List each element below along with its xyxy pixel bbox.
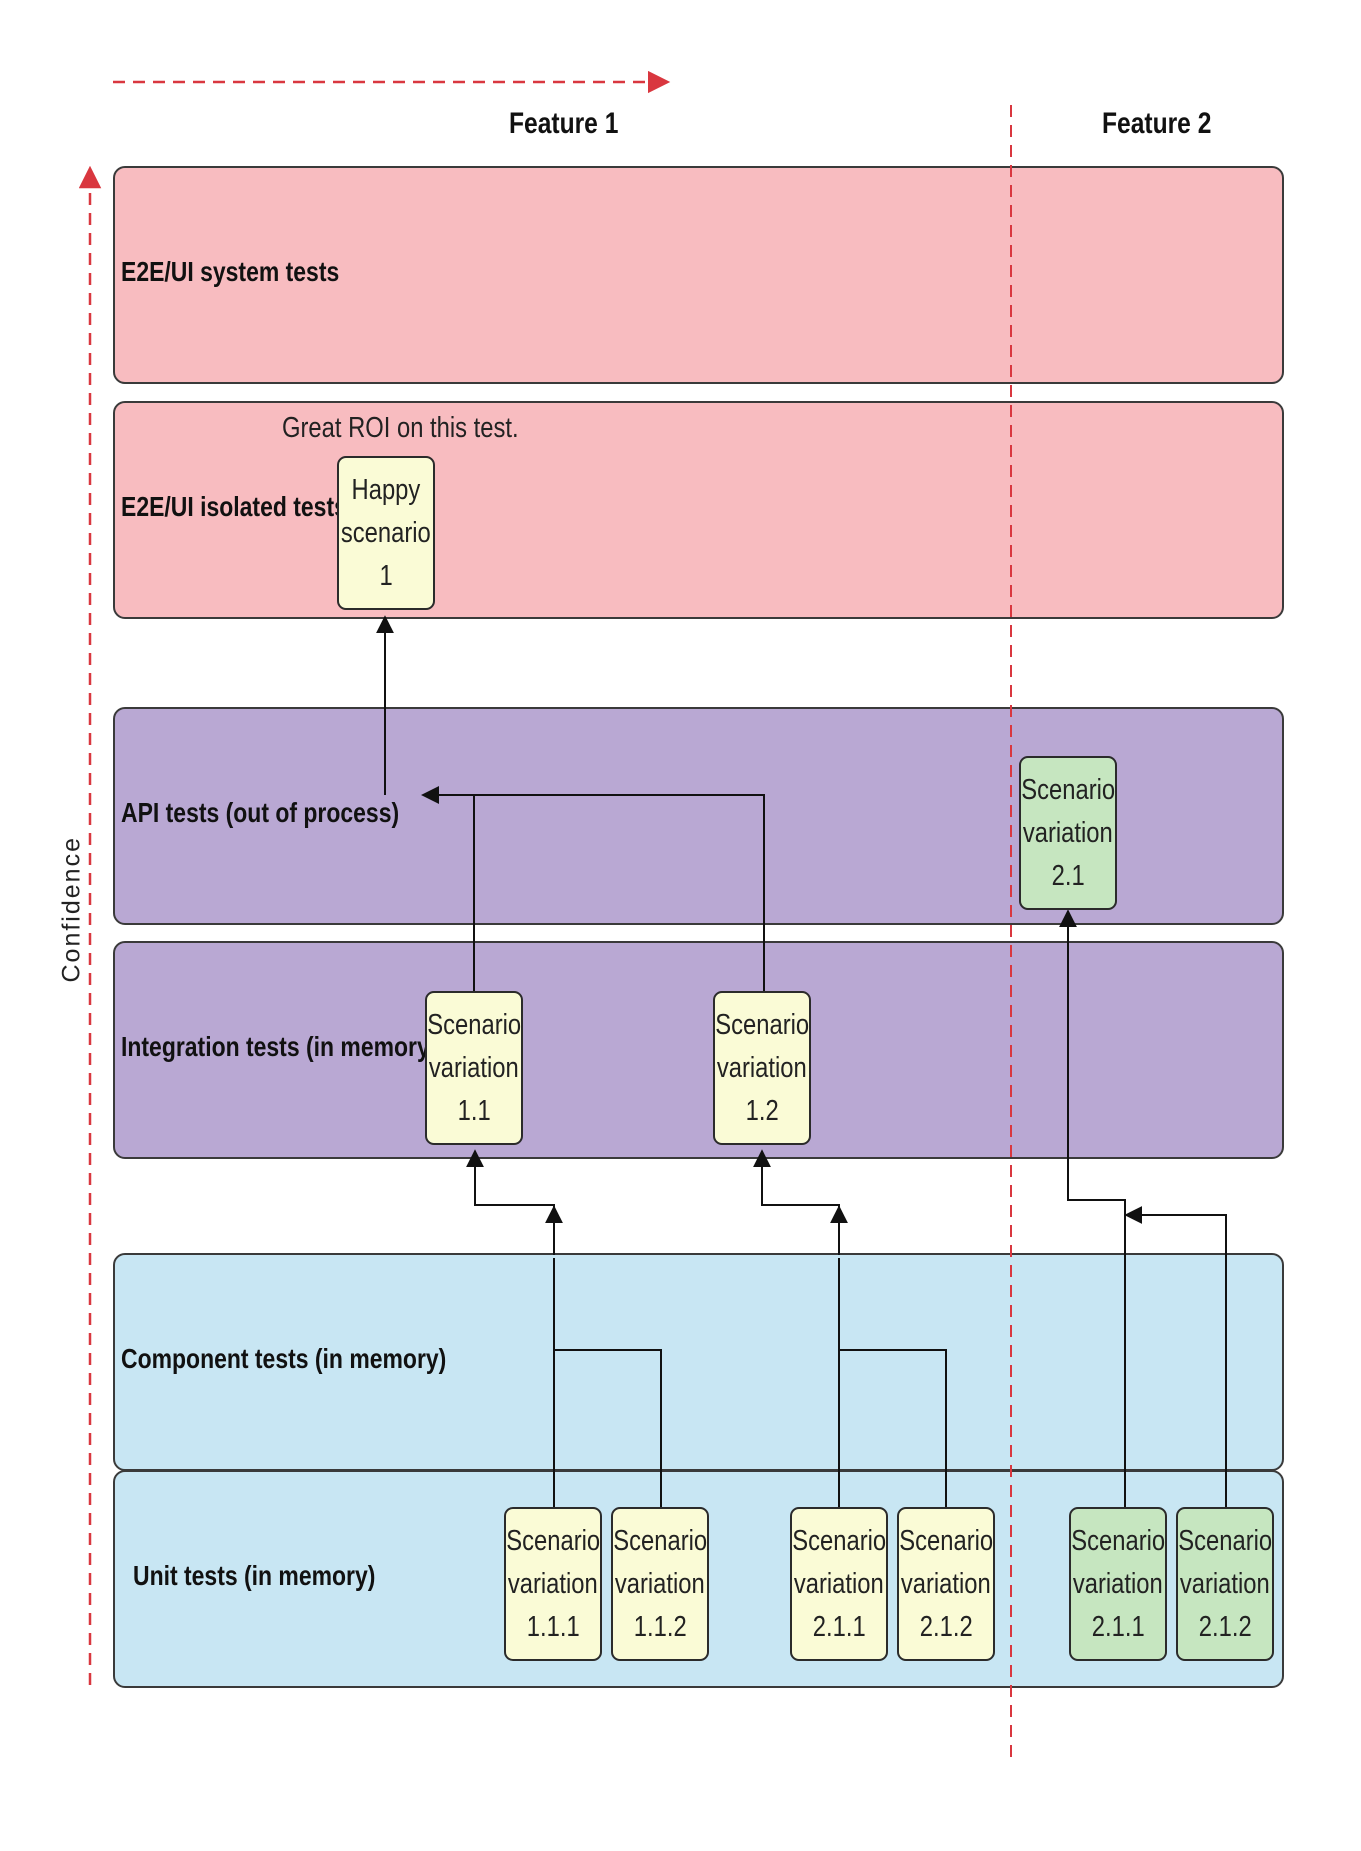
confidence-axis-label: Confidence: [57, 836, 86, 983]
box-sv-2-1-1-a-line3: 2.1.1: [812, 1610, 866, 1643]
roi-note: Great ROI on this test.: [282, 412, 519, 444]
band-label-api: API tests (out of process): [121, 797, 400, 828]
box-sv-1-1-2-line2: variation: [615, 1567, 705, 1600]
box-sv-1-2-line1: Scenario: [715, 1008, 809, 1041]
connector-sv1-1-2: [554, 1349, 662, 1510]
connector-sv1-1-to-api: [421, 786, 475, 996]
box-sv-2-1-1-b-line2: variation: [1073, 1567, 1163, 1600]
band-label-component: Component tests (in memory): [121, 1343, 447, 1374]
box-sv-2-1-api: Scenario variation 2.1: [1019, 756, 1117, 910]
box-sv-2-1-2-a-line2: variation: [901, 1567, 991, 1600]
box-sv-1-1-2-line3: 1.1.2: [633, 1610, 687, 1643]
box-sv-1-1-2: Scenario variation 1.1.2: [611, 1507, 709, 1661]
box-sv-1-1-2-line1: Scenario: [613, 1524, 707, 1557]
connector-stub-1-1: [466, 1149, 555, 1253]
box-sv-2-1-1-b-line1: Scenario: [1071, 1524, 1165, 1557]
band-label-e2e-isolated: E2E/UI isolated tests: [121, 491, 347, 522]
connector-sv2-1-2-a: [839, 1349, 947, 1510]
box-sv-2-1-2-feature1: Scenario variation 2.1.2: [897, 1507, 995, 1661]
box-sv-2-1-1-feature2: Scenario variation 2.1.1: [1069, 1507, 1167, 1661]
band-e2e-system: E2E/UI system tests: [113, 166, 1284, 384]
box-sv-2-1-2-b-line2: variation: [1180, 1567, 1270, 1600]
box-sv-2-1-2-b-line3: 2.1.2: [1198, 1610, 1252, 1643]
box-sv-2-1-api-line3: 2.1: [1051, 859, 1085, 892]
box-sv-1-1-1-line1: Scenario: [506, 1524, 600, 1557]
box-sv-1-1: Scenario variation 1.1: [425, 991, 523, 1145]
box-sv-2-1-1-a-line2: variation: [794, 1567, 884, 1600]
box-sv-1-1-1-line2: variation: [508, 1567, 598, 1600]
box-sv-1-2: Scenario variation 1.2: [713, 991, 811, 1145]
box-sv-1-1-line3: 1.1: [457, 1094, 491, 1127]
box-sv-1-1-line1: Scenario: [427, 1008, 521, 1041]
box-sv-2-1-1-a-line1: Scenario: [792, 1524, 886, 1557]
band-component: Component tests (in memory): [113, 1253, 1284, 1471]
box-sv-2-1-api-line1: Scenario: [1021, 773, 1115, 806]
box-sv-2-1-1-b-line3: 2.1.1: [1091, 1610, 1145, 1643]
feature-2-header: Feature 2: [1102, 107, 1212, 140]
connector-sv2-1-1-b: [1059, 909, 1126, 1510]
feature-1-header: Feature 1: [509, 107, 619, 140]
connector-sv2-1-2-b: [1124, 1206, 1227, 1510]
box-sv-2-1-2-a-line1: Scenario: [899, 1524, 993, 1557]
box-sv-2-1-2-feature2: Scenario variation 2.1.2: [1176, 1507, 1274, 1661]
band-e2e-isolated: E2E/UI isolated tests: [113, 401, 1284, 619]
box-sv-1-2-line3: 1.2: [745, 1094, 779, 1127]
box-happy-line2: scenario: [341, 516, 431, 549]
band-label-e2e-system: E2E/UI system tests: [121, 256, 340, 287]
box-sv-1-1-line2: variation: [429, 1051, 519, 1084]
box-sv-1-1-1: Scenario variation 1.1.1: [504, 1507, 602, 1661]
band-label-unit: Unit tests (in memory): [133, 1560, 376, 1591]
box-happy-scenario-1: Happy scenario 1: [337, 456, 435, 610]
box-sv-2-1-2-a-line3: 2.1.2: [919, 1610, 973, 1643]
connector-stub-1-2: [753, 1149, 840, 1253]
connector-sv1-2-to-api: [421, 786, 765, 996]
band-integration: Integration tests (in memory): [113, 941, 1284, 1159]
band-label-integration: Integration tests (in memory): [121, 1031, 438, 1062]
box-sv-2-1-api-line2: variation: [1023, 816, 1113, 849]
box-sv-2-1-1-feature1: Scenario variation 2.1.1: [790, 1507, 888, 1661]
box-sv-2-1-2-b-line1: Scenario: [1178, 1524, 1272, 1557]
box-sv-1-2-line2: variation: [717, 1051, 807, 1084]
box-sv-1-1-1-line3: 1.1.1: [526, 1610, 580, 1643]
box-happy-line1: Happy: [351, 473, 421, 506]
box-happy-line3: 1: [379, 559, 393, 592]
